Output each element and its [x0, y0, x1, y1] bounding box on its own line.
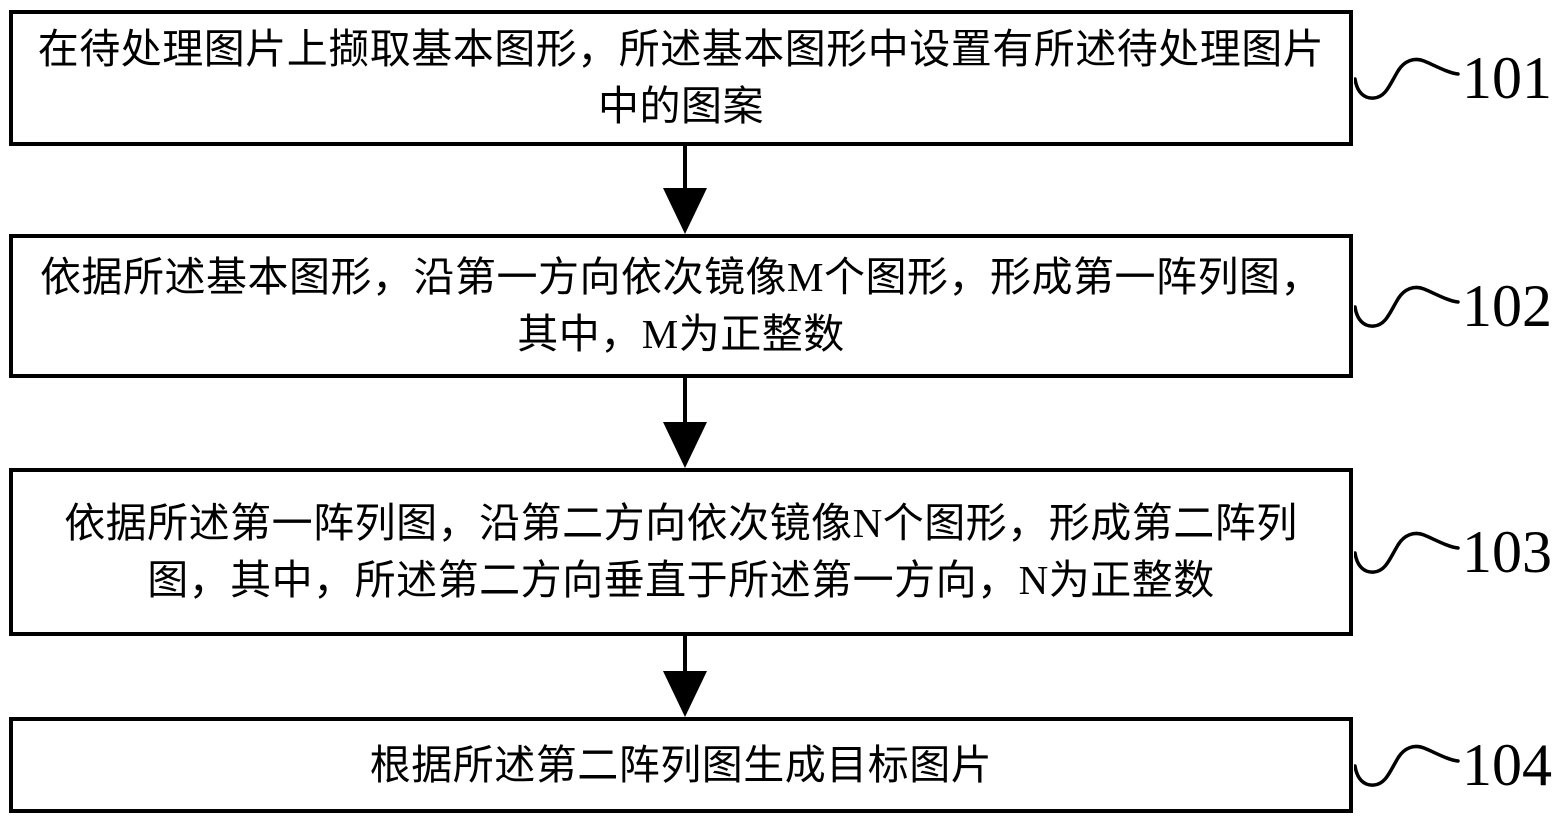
step-box-103: 依据所述第一阵列图，沿第二方向依次镜像N个图形，形成第二阵列 图，其中，所述第二… [9, 468, 1353, 636]
flow-arrow-down-icon-3 [663, 671, 707, 717]
flow-arrow-shaft-3 [683, 636, 687, 675]
step-102-text-line-2: 其中，M为正整数 [517, 311, 845, 357]
squiggle-connector-103 [1354, 531, 1460, 574]
flow-arrow-shaft-2 [683, 378, 687, 426]
step-ref-label-104: 104 [1462, 732, 1552, 798]
step-box-101: 在待处理图片上撷取基本图形，所述基本图形中设置有所述待处理图片 中的图案 [9, 10, 1353, 146]
squiggle-connector-101 [1354, 57, 1460, 100]
step-ref-label-103: 103 [1462, 519, 1552, 585]
step-101-text-line-2: 中的图案 [598, 83, 764, 129]
flow-arrow-down-icon-1 [663, 188, 707, 234]
step-ref-label-102: 102 [1462, 273, 1552, 339]
step-103-text-line-2: 图，其中，所述第二方向垂直于所述第一方向，N为正整数 [147, 557, 1215, 603]
flow-arrow-shaft-1 [683, 146, 687, 192]
step-104-text-line-1: 根据所述第二阵列图生成目标图片 [369, 741, 993, 788]
step-103-text-line-1: 依据所述第一阵列图，沿第二方向依次镜像N个图形，形成第二阵列 [64, 500, 1298, 546]
step-101-text-line-1: 在待处理图片上撷取基本图形，所述基本图形中设置有所述待处理图片 [37, 26, 1325, 72]
squiggle-connector-104 [1354, 744, 1460, 787]
step-box-104: 根据所述第二阵列图生成目标图片 [9, 717, 1353, 813]
squiggle-connector-102 [1354, 285, 1460, 328]
flow-arrow-down-icon-2 [663, 422, 707, 468]
step-102-text-line-1: 依据所述基本图形，沿第一方向依次镜像M个图形，形成第一阵列图， [40, 254, 1322, 300]
step-ref-label-101: 101 [1462, 45, 1552, 111]
step-box-102: 依据所述基本图形，沿第一方向依次镜像M个图形，形成第一阵列图， 其中，M为正整数 [9, 234, 1353, 378]
